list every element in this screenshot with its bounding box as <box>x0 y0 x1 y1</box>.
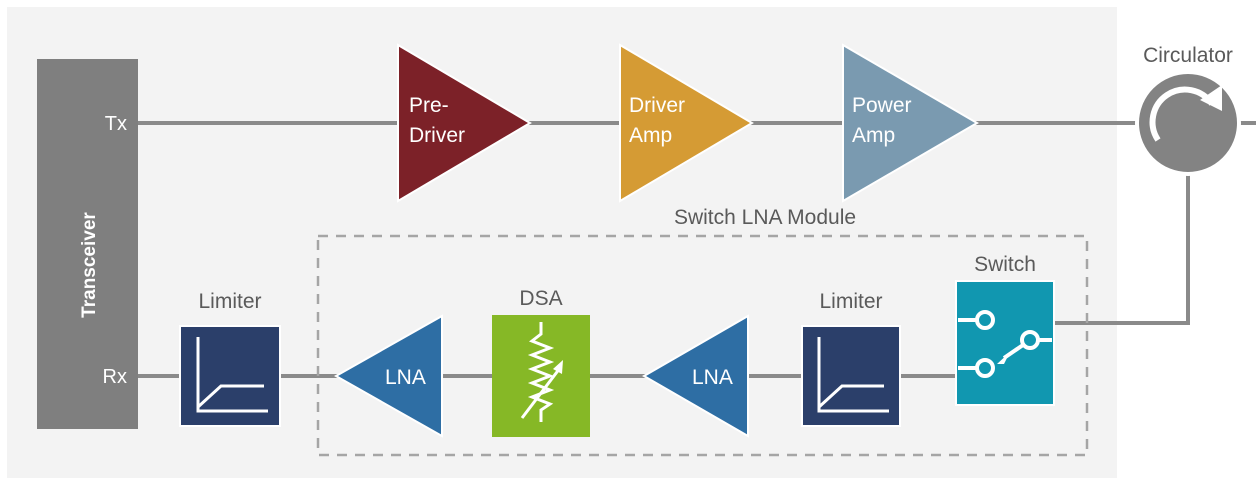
lna-left-label: LNA <box>385 366 426 389</box>
circulator-arrow-icon <box>1149 86 1215 142</box>
limiter-outer-curve-icon <box>196 337 268 413</box>
circulator-to-switch-line <box>1054 160 1190 325</box>
pre-driver-amplifier: Pre- Driver <box>397 43 532 203</box>
switch-label: Switch <box>974 253 1036 276</box>
limiter-outer: Limiter <box>179 290 281 427</box>
limiter-outer-label: Limiter <box>198 290 261 313</box>
variable-resistor-icon <box>527 322 555 422</box>
circulator: Circulator <box>1135 44 1241 176</box>
limiter-module-curve-icon <box>817 337 889 413</box>
lna-right-triangle <box>641 314 749 438</box>
power-amp-triangle <box>842 43 979 203</box>
power-amp-amplifier: Power Amp <box>842 43 979 203</box>
switch-lna-module-box <box>316 234 1089 457</box>
circulator-arrowhead-icon <box>1200 85 1222 111</box>
switch-arrowhead-icon <box>997 352 1010 364</box>
lna-left: LNA <box>333 314 443 438</box>
variable-resistor-arrowhead-icon <box>553 360 563 374</box>
driver-amp-label-line1: Driver <box>629 94 685 117</box>
lna-left-triangle <box>333 314 443 438</box>
driver-amp-amplifier: Driver Amp <box>619 43 754 203</box>
pre-driver-label-line2: Driver <box>409 124 465 147</box>
power-amp-label-line2: Amp <box>852 124 895 147</box>
variable-resistor-arrow-icon <box>520 367 562 419</box>
dsa: DSA <box>492 287 590 437</box>
driver-amp-label-line2: Amp <box>629 124 672 147</box>
tx-port-label: Tx <box>105 113 127 135</box>
rx-port-label: Rx <box>103 366 127 388</box>
switch: Switch <box>955 253 1055 406</box>
limiter-module: Limiter <box>801 290 901 427</box>
switch-lna-module-label: Switch LNA Module <box>674 206 856 229</box>
lna-right-label: LNA <box>692 366 733 389</box>
transceiver-label: Transceiver <box>79 212 100 318</box>
pre-driver-triangle <box>397 43 532 203</box>
pre-driver-label-line1: Pre- <box>409 94 449 117</box>
circulator-label: Circulator <box>1143 44 1233 67</box>
limiter-module-label: Limiter <box>819 290 882 313</box>
lna-right: LNA <box>641 314 749 438</box>
transceiver-block <box>37 59 138 429</box>
power-amp-label-line1: Power <box>852 94 912 117</box>
driver-amp-triangle <box>619 43 754 203</box>
dsa-label: DSA <box>519 287 562 310</box>
